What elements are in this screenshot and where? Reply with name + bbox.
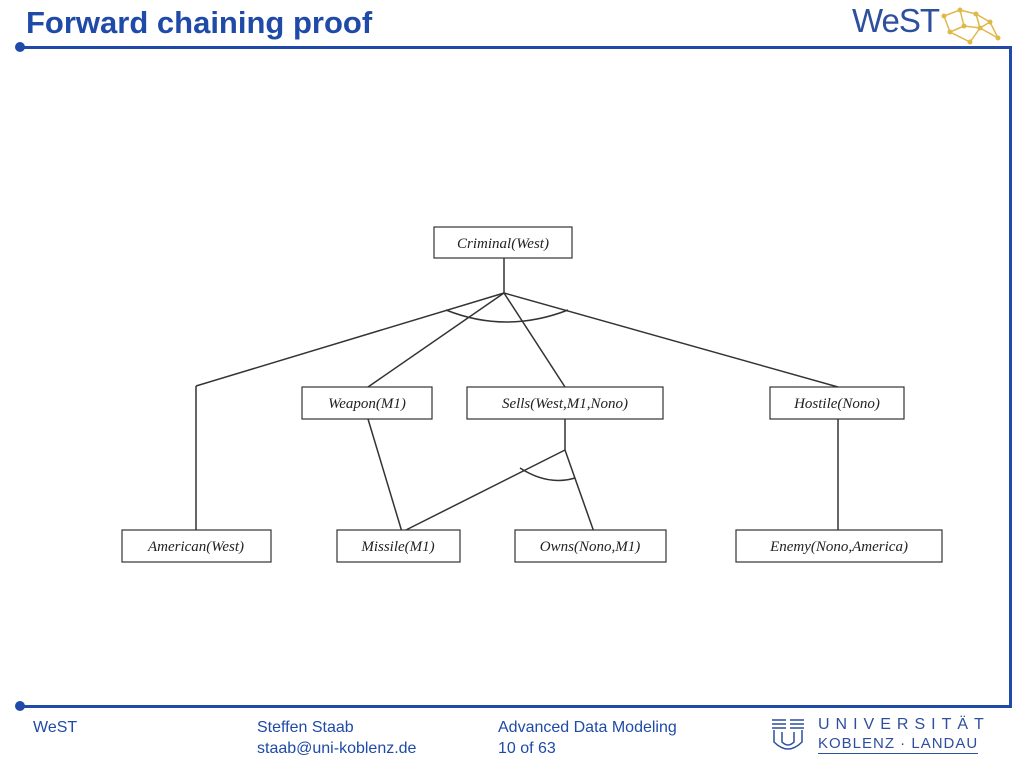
node-enemy-label: Enemy(Nono,America) (769, 539, 908, 555)
footer-left: WeST (33, 719, 78, 736)
footer-email: staab@uni-koblenz.de (257, 740, 417, 757)
node-missile-label: Missile(M1) (360, 539, 434, 555)
top-rule (20, 46, 1012, 49)
footer-author: Steffen Staab (257, 719, 354, 736)
node-sells-label: Sells(West,M1,Nono) (502, 396, 628, 412)
node-american: American(West) (121, 529, 272, 563)
node-hostile: Hostile(Nono) (769, 386, 905, 420)
node-missile: Missile(M1) (336, 529, 461, 563)
node-weapon-label: Weapon(M1) (328, 396, 406, 412)
node-weapon: Weapon(M1) (301, 386, 433, 420)
bottom-left-dot (15, 701, 25, 711)
university-name: UNIVERSITÄT (818, 716, 990, 733)
slide-title: Forward chaining proof (26, 5, 373, 40)
node-criminal-label: Criminal(West) (457, 236, 549, 252)
footer-course: Advanced Data Modeling (498, 719, 677, 736)
top-left-dot (15, 42, 25, 52)
node-american-label: American(West) (147, 539, 244, 555)
node-owns: Owns(Nono,M1) (514, 529, 667, 563)
university-logo: UNIVERSITÄT KOBLENZ · LANDAU (768, 716, 988, 758)
edges (195, 258, 839, 533)
west-logo: WeST (852, 2, 1002, 48)
node-criminal: Criminal(West) (433, 226, 573, 259)
footer-course-block: Advanced Data Modeling 10 of 63 (498, 717, 677, 759)
footer-author-block: Steffen Staab staab@uni-koblenz.de (257, 717, 416, 759)
right-rule (1009, 46, 1012, 706)
node-enemy: Enemy(Nono,America) (735, 529, 943, 563)
bottom-rule (20, 705, 1012, 708)
west-logo-text: WeST (852, 2, 940, 39)
footer-page: 10 of 63 (498, 740, 556, 757)
network-graph-icon (941, 7, 1001, 45)
university-location: KOBLENZ · LANDAU (818, 735, 979, 754)
node-sells: Sells(West,M1,Nono) (466, 386, 664, 420)
university-emblem-icon (772, 719, 804, 750)
node-owns-label: Owns(Nono,M1) (540, 539, 640, 555)
node-hostile-label: Hostile(Nono) (793, 396, 880, 412)
